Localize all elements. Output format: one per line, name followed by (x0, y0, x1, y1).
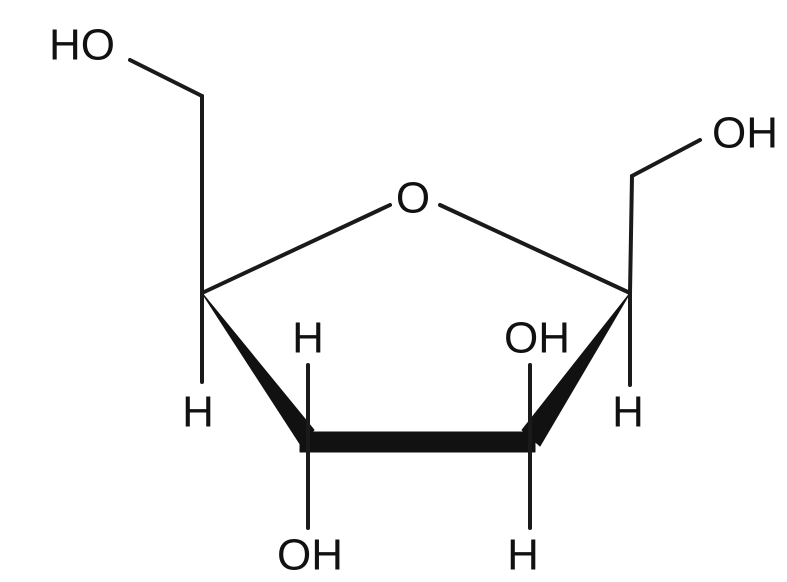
c1-hydroxymethyl-label: HO (49, 21, 115, 70)
bond-c4-ch2 (628, 174, 634, 295)
bond-ch2-hydroxyl-left (128, 58, 204, 98)
c4-hydroxymethyl-label: OH (712, 109, 778, 158)
c3-hydroxyl-label: OH (504, 314, 570, 363)
ring-oxygen-label: O (396, 174, 430, 223)
c4-hydrogen-label: H (612, 388, 644, 437)
c2-hydroxyl-label: OH (277, 531, 343, 580)
bond-ring-oxygen-c4 (438, 203, 632, 295)
bold-bond-c2-c3 (299, 431, 536, 453)
c3-hydrogen-label: H (507, 531, 539, 580)
c1-hydrogen-label: H (182, 388, 214, 437)
bond-c1-ring-oxygen (200, 203, 392, 295)
bond-ch2-hydroxyl-right (630, 138, 702, 178)
c2-hydrogen-label: H (292, 314, 324, 363)
